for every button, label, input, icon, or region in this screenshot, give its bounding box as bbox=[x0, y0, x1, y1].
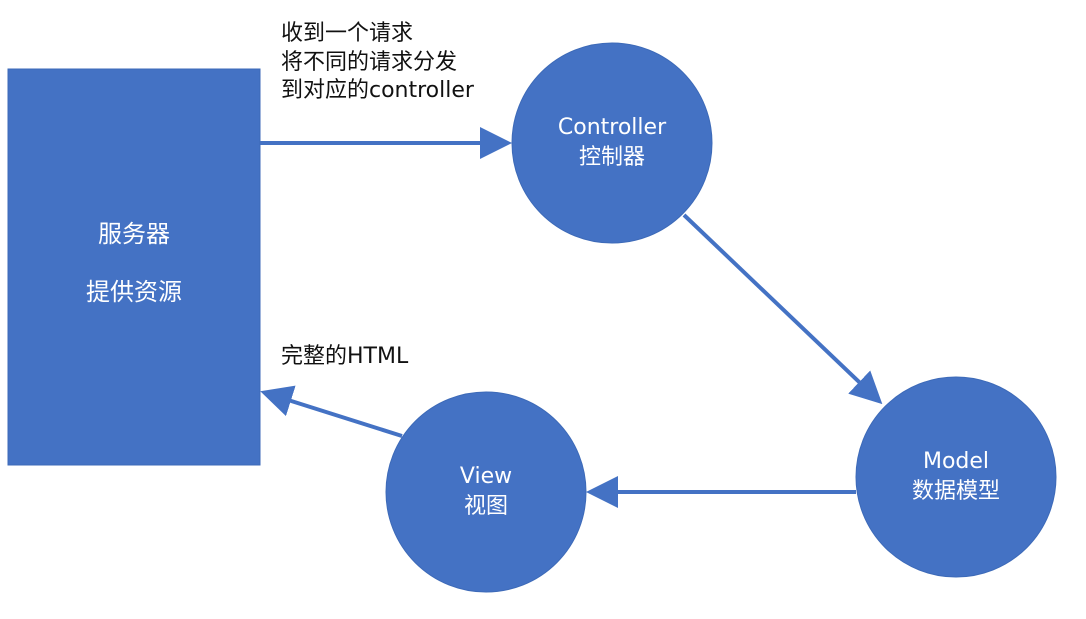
model-node bbox=[855, 376, 1057, 578]
server-to-controller-label-line2: 将不同的请求分发 bbox=[281, 49, 458, 75]
server-label-line1: 服务器 bbox=[98, 220, 170, 248]
view-label-line2: 视图 bbox=[463, 493, 508, 519]
controller-label: Controller 控制器 bbox=[512, 113, 712, 172]
model-label-line2: 数据模型 bbox=[911, 478, 1000, 504]
arrow-controller-to-model bbox=[682, 213, 883, 405]
model-label-line1: Model bbox=[922, 449, 990, 474]
view-to-server-label-text: 完整的HTML bbox=[281, 344, 409, 369]
server-label: 服务器 提供资源 bbox=[8, 218, 260, 309]
controller-label-line1: Controller bbox=[557, 115, 667, 140]
model-label: Model 数据模型 bbox=[856, 447, 1056, 506]
controller-node bbox=[511, 42, 713, 244]
view-label: View 视图 bbox=[386, 462, 586, 521]
controller-label-line2: 控制器 bbox=[578, 144, 645, 170]
arrow-view-to-server bbox=[260, 385, 403, 438]
server-to-controller-label-line1: 收到一个请求 bbox=[281, 21, 414, 46]
server-to-controller-label-line3: 到对应的controller bbox=[281, 78, 474, 104]
server-label-line2: 提供资源 bbox=[86, 278, 182, 307]
server-to-controller-label: 收到一个请求 将不同的请求分发 到对应的controller bbox=[281, 20, 474, 106]
server-node bbox=[7, 68, 261, 466]
view-to-server-label: 完整的HTML bbox=[281, 343, 408, 372]
view-label-line1: View bbox=[459, 464, 513, 489]
